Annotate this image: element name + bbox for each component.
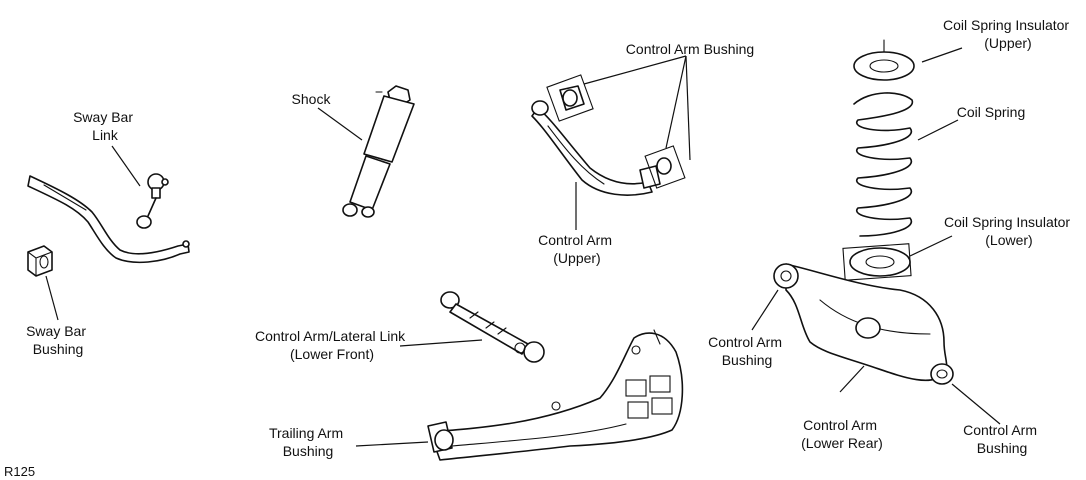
sway-bar-link-part [136, 173, 169, 229]
label-sway-bar-bushing: Sway Bar Bushing [26, 323, 90, 357]
label-control-arm-lower-rear: Control Arm (Lower Rear) [801, 417, 883, 451]
label-sway-bar-link: Sway Bar Link [73, 109, 137, 143]
label-control-arm-lateral-link: Control Arm/Lateral Link (Lower Front) [255, 328, 409, 362]
label-control-arm-upper: Control Arm (Upper) [538, 232, 616, 266]
label-trailing-arm-bushing: Trailing Arm Bushing [269, 425, 347, 459]
upper-control-arm [531, 74, 686, 196]
shock-absorber [342, 85, 415, 218]
label-coil-spring-insulator-lower: Coil Spring Insulator (Lower) [944, 214, 1074, 248]
coil-spring-part [853, 92, 914, 237]
coil-spring-insulator-lower-part [842, 243, 912, 281]
lower-rear-control-arm [773, 263, 954, 385]
sway-bar-bushing-part [27, 245, 53, 277]
leader-lines [45, 47, 1001, 447]
label-control-arm-bushing-right: Control Arm Bushing [963, 422, 1041, 456]
lateral-link-part [440, 291, 545, 363]
label-coil-spring-insulator-upper: Coil Spring Insulator (Upper) [943, 17, 1073, 51]
coil-spring-insulator-upper-part [853, 39, 915, 81]
labels: Sway Bar Link Sway Bar Bushing Shock Con… [4, 17, 1074, 479]
label-control-arm-bushing-upper: Control Arm Bushing [626, 41, 754, 57]
label-shock: Shock [292, 91, 332, 107]
label-coil-spring: Coil Spring [957, 104, 1025, 120]
reference-code: R125 [4, 464, 35, 479]
sway-bar [27, 175, 190, 264]
label-control-arm-bushing-left: Control Arm Bushing [708, 334, 786, 368]
trailing-arm [427, 329, 684, 461]
